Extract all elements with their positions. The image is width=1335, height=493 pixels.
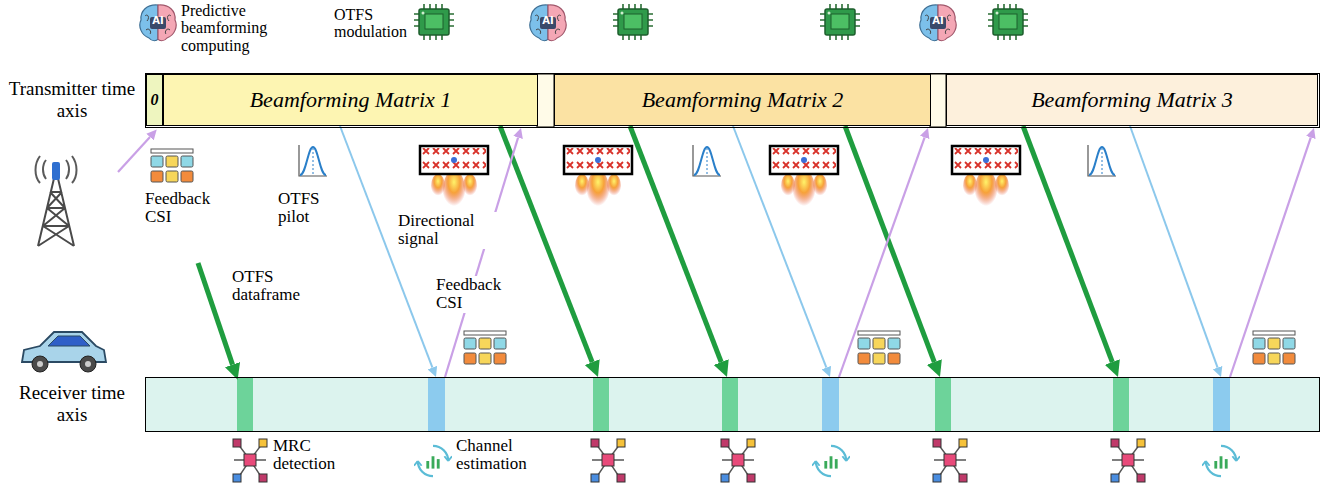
time-axis-bar: Transmitter time axis0Beamforming Matrix…	[145, 73, 1320, 128]
feedback-arrow	[445, 138, 518, 377]
feedback-arrow	[839, 137, 925, 377]
block-label: Beamforming Matrix 1	[250, 87, 452, 113]
block-label: Beamforming Matrix 2	[642, 87, 844, 113]
annotation: OTFS dataframe	[232, 268, 327, 305]
annotation: Predictive beamforming computing	[181, 2, 289, 54]
annotation: Channel estimation	[456, 437, 556, 474]
dataframe-arrow	[845, 126, 934, 362]
annotation: MRC detection	[273, 437, 363, 474]
icon-text: AI	[928, 16, 948, 27]
icon-text: AI	[148, 16, 168, 27]
annotation: OTFS pilot	[278, 190, 340, 227]
axis-heading: Receiver time axis	[4, 382, 140, 426]
annotation: Feedback CSI	[436, 276, 520, 313]
annotation: Feedback CSI	[145, 190, 225, 227]
receiver-band	[146, 378, 1319, 431]
pilot-slots	[428, 378, 1230, 431]
feedback-arrow	[118, 137, 150, 172]
slot-box: 0	[146, 74, 163, 126]
annotation: Directional signal	[398, 212, 498, 249]
block-label: Beamforming Matrix 3	[1031, 87, 1233, 113]
time-axis-bar: Receiver time axis	[145, 377, 1320, 432]
beamforming-block: Beamforming Matrix 1	[163, 74, 538, 126]
pilot-arrow	[733, 126, 826, 368]
dataframe-slots	[237, 378, 1129, 431]
dataframe-arrow	[630, 126, 721, 362]
pilot-arrow	[1130, 126, 1218, 368]
beamforming-block: Beamforming Matrix 2	[554, 74, 931, 126]
guard-slot	[930, 74, 946, 127]
feedback-arrow	[1230, 137, 1311, 377]
beamforming-block: Beamforming Matrix 3	[946, 74, 1318, 126]
dataframe-arrow	[500, 126, 592, 362]
axis-heading: Transmitter time axis	[4, 78, 140, 122]
block-label: 0	[151, 91, 159, 109]
icon-text: AI	[538, 16, 558, 27]
guard-slot	[537, 74, 554, 127]
dataframe-arrow	[1023, 126, 1112, 362]
annotation: OTFS modulation	[334, 6, 414, 41]
dataframe-arrow	[198, 263, 233, 365]
